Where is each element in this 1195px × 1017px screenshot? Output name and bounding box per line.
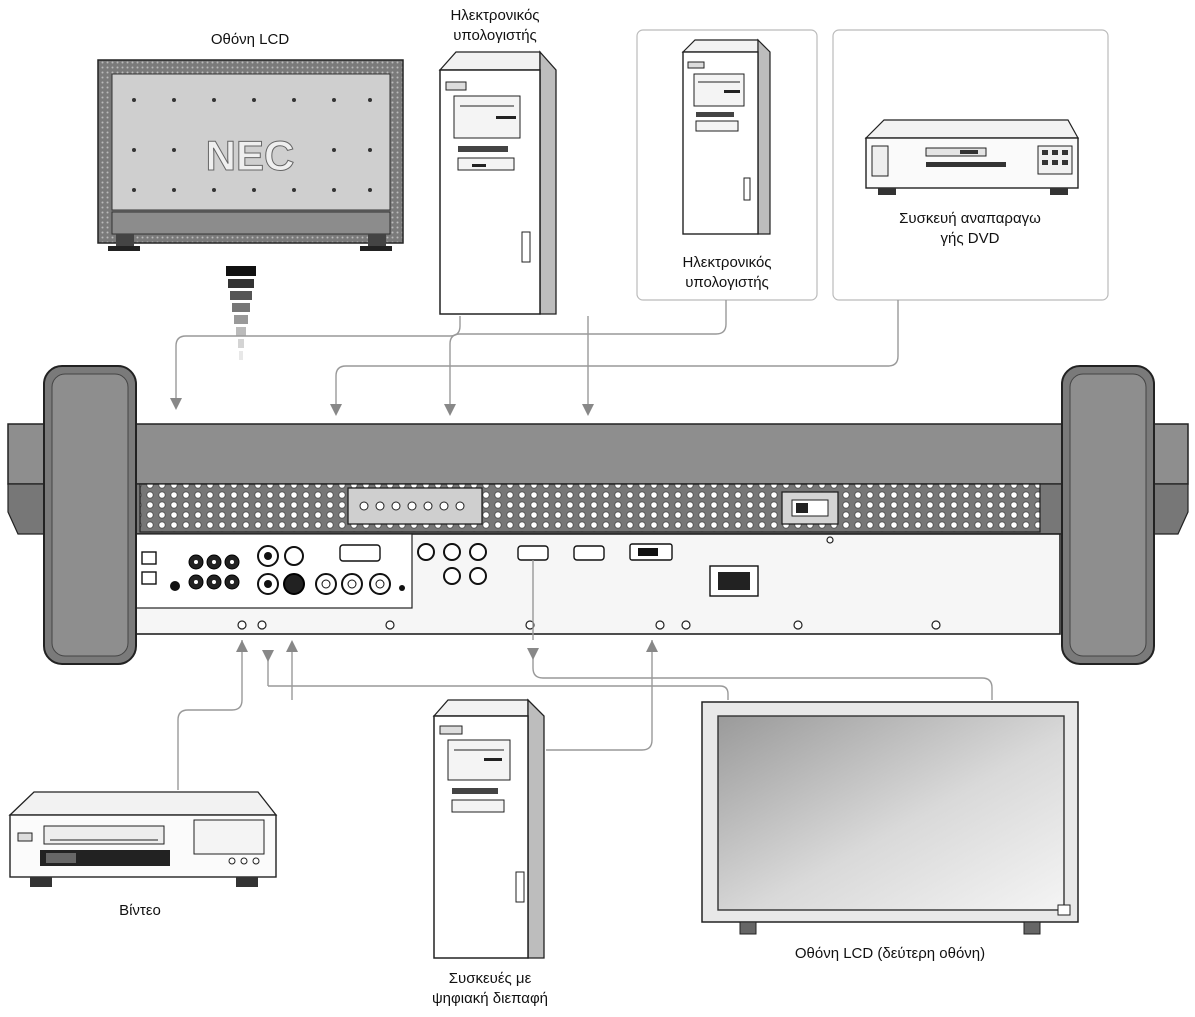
vcr-device	[8, 791, 278, 887]
cable-vcr	[177, 640, 243, 790]
dvd-player	[864, 119, 1080, 195]
cable-pc2-bnc	[449, 300, 727, 404]
ir-signal-indicator	[226, 266, 256, 360]
digital-label-line2: ψηφιακή διεπαφή	[431, 990, 549, 1007]
cable-video-out	[268, 685, 729, 700]
cable-digital	[546, 640, 653, 751]
pc2-label-line1: Ηλεκτρονικός	[682, 254, 772, 271]
nec-logo: NEC	[206, 132, 295, 179]
pc2-label-line2: υπολογιστής	[685, 274, 769, 291]
cable-pc1-audio	[175, 316, 461, 398]
cables	[175, 300, 993, 790]
vcr-label: Βίντεο	[119, 902, 161, 919]
digital-label-line1: Συσκευές με	[448, 970, 532, 987]
pc1-label-line1: Ηλεκτρονικός	[450, 7, 540, 24]
lcd-monitor-second	[701, 701, 1079, 935]
cable-arrows	[170, 398, 658, 662]
cable-second-lcd	[532, 650, 993, 700]
dvd-label-line2: γής DVD	[940, 230, 1000, 247]
pc1-label-line2: υπολογιστής	[453, 27, 537, 44]
lcd-monitor-top: NEC	[97, 59, 404, 251]
main-display-rear	[7, 365, 1189, 665]
screw-dots	[132, 98, 372, 192]
pc-tower-2	[681, 38, 771, 235]
dvd-label-line1: Συσκευή αναπαραγω	[899, 210, 1041, 227]
lcd-second-label: Οθόνη LCD (δεύτερη οθόνη)	[794, 945, 986, 962]
cable-dvd-component	[335, 300, 899, 404]
pc-tower-1	[438, 50, 557, 315]
lcd-top-label: Οθόνη LCD	[210, 31, 290, 48]
pc-tower-digital	[432, 698, 545, 959]
